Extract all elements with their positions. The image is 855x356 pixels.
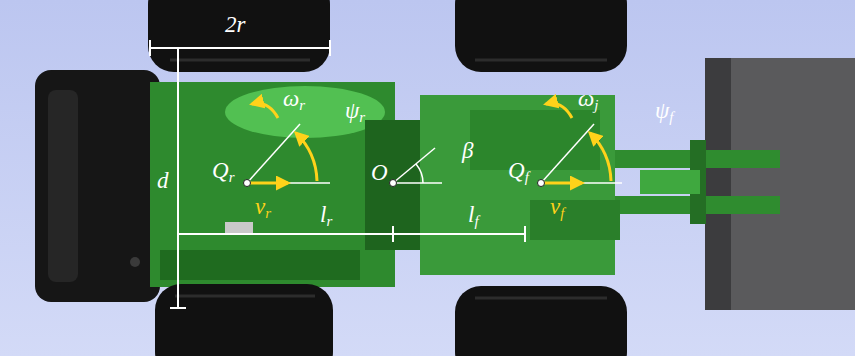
symbol-label: ωr (283, 86, 305, 112)
symbol-label: β (462, 138, 473, 164)
angle-arrows (247, 103, 611, 183)
front-body (420, 95, 620, 275)
dimension-lines (150, 40, 525, 308)
symbol-label: O (371, 160, 388, 186)
loader-arms (610, 140, 780, 224)
points (244, 180, 545, 187)
rear-body (150, 82, 395, 287)
wheels (148, 0, 627, 356)
symbol-label: 2r (225, 12, 245, 38)
bucket (705, 58, 855, 310)
symbol-label: Qr (212, 158, 234, 184)
tire-treads (170, 60, 607, 298)
rear-counterweight (35, 70, 160, 302)
symbol-label: vr (255, 194, 271, 220)
symbol-label: ψf (655, 98, 673, 124)
symbol-label: vf (550, 194, 564, 220)
symbol-label: ψr (345, 98, 365, 124)
reference-lines (247, 124, 622, 183)
symbol-label: lf (468, 202, 479, 228)
articulation-joint (365, 120, 425, 250)
symbol-label: d (157, 168, 169, 194)
symbol-label: ωj (578, 86, 598, 112)
symbol-label: Qf (508, 158, 529, 184)
symbol-label: lr (320, 202, 332, 228)
